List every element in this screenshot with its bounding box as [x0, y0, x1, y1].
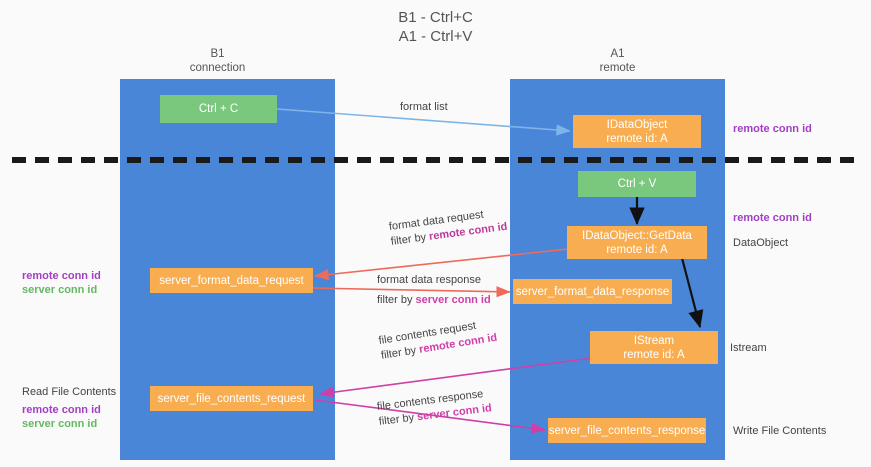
annotation-left-remote-conn-id-mid: remote conn id	[22, 270, 101, 282]
edge-label-format-data-response: format data response filter by server co…	[377, 273, 491, 308]
arrow-format-list	[276, 108, 571, 136]
annotation-right-dataobject: DataObject	[733, 237, 789, 249]
page-title: B1 - Ctrl+C A1 - Ctrl+V	[0, 8, 871, 46]
lane-header-a1: A1 remote	[540, 47, 695, 75]
node-ctrl-v[interactable]: Ctrl + V	[578, 171, 696, 197]
filter-prefix: filter by	[378, 411, 418, 428]
node-ctrl-v-label: Ctrl + V	[617, 178, 657, 190]
lane-header-a1-name: A1	[610, 48, 625, 60]
node-idataobject[interactable]: IDataObject remote id: A	[573, 115, 701, 148]
annotation-left-read-file-contents: Read File Contents	[22, 386, 117, 398]
node-getdata-line1: IDataObject::GetData	[582, 229, 692, 242]
node-getdata-line2: remote id: A	[606, 243, 668, 256]
arrow-file-contents-response	[314, 399, 546, 434]
node-idataobject-line1: IDataObject	[606, 118, 668, 131]
filter-value-server-conn-id: server conn id	[415, 294, 491, 306]
node-istream-line2: remote id: A	[623, 348, 685, 361]
annotation-left-remote-conn-id-bottom: remote conn id	[22, 404, 101, 416]
arrow-getdata-istream	[680, 257, 704, 329]
annotation-left-server-conn-id-bottom: server conn id	[22, 418, 98, 430]
lane-header-b1-name: B1	[210, 48, 225, 60]
lane-header-a1-subtitle: remote	[599, 62, 636, 74]
node-getdata[interactable]: IDataObject::GetData remote id: A	[567, 226, 707, 259]
annotation-left-server-conn-id-mid: server conn id	[22, 284, 98, 296]
annotation-right-remote-conn-id-mid: remote conn id	[733, 212, 812, 224]
arrow-format-data-response	[311, 286, 511, 298]
node-istream-line1: IStream	[633, 334, 675, 347]
lane-header-b1-subtitle: connection	[189, 62, 246, 74]
filter-prefix: filter by	[390, 230, 430, 248]
node-ctrl-c-label: Ctrl + C	[198, 103, 239, 115]
node-istream[interactable]: IStream remote id: A	[590, 331, 718, 364]
edge-label-format-list: format list	[400, 100, 448, 115]
title-line-2: A1 - Ctrl+V	[398, 28, 473, 45]
filter-prefix: filter by	[377, 294, 416, 306]
lane-header-b1: B1 connection	[140, 47, 295, 75]
annotation-right-istream: Istream	[730, 342, 767, 354]
arrow-file-contents-request	[319, 357, 593, 398]
node-server-file-contents-response[interactable]: server_file_contents_response	[548, 418, 706, 443]
node-server-format-data-response[interactable]: server_format_data_response	[513, 279, 672, 304]
node-server-file-contents-request[interactable]: server_file_contents_request	[150, 386, 313, 411]
node-idataobject-line2: remote id: A	[606, 132, 668, 145]
edge-label-format-data-response-filter: filter by server conn id	[377, 293, 491, 308]
annotation-right-write-file-contents: Write File Contents	[733, 425, 827, 437]
node-server-file-contents-request-label: server_file_contents_request	[157, 392, 306, 405]
edge-label-format-data-response-text: format data response	[377, 274, 481, 286]
node-server-file-contents-response-label: server_file_contents_response	[548, 424, 706, 437]
edge-label-format-list-text: format list	[400, 101, 448, 113]
annotation-right-remote-conn-id-top: remote conn id	[733, 123, 812, 135]
node-server-format-data-request[interactable]: server_format_data_request	[150, 268, 313, 293]
title-line-1: B1 - Ctrl+C	[398, 9, 473, 26]
arrow-format-data-request	[314, 248, 569, 281]
node-server-format-data-request-label: server_format_data_request	[159, 274, 304, 287]
node-server-format-data-response-label: server_format_data_response	[515, 285, 670, 298]
node-ctrl-c[interactable]: Ctrl + C	[160, 95, 277, 123]
